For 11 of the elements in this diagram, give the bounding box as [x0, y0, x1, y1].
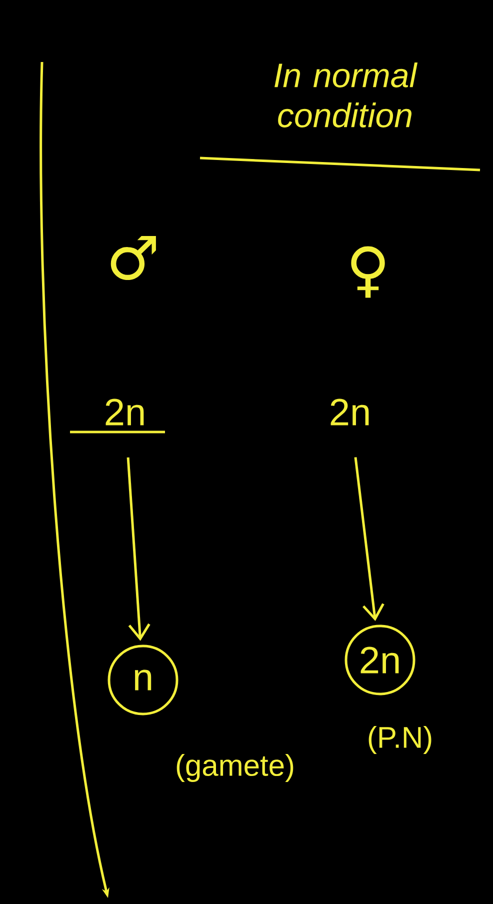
sex-symbol: ♂ [110, 236, 156, 280]
annotation: (gamete) [176, 754, 294, 782]
arrow [126, 457, 150, 641]
ploidy-label: 2n [106, 398, 144, 426]
circled-value: 2n [344, 624, 416, 696]
circled-value: n [108, 644, 178, 716]
ploidy-label: 2n [330, 398, 369, 426]
annotation: (P.N) [368, 726, 432, 754]
sex-symbol: ♀ [351, 246, 385, 298]
title: In normal condition [274, 62, 418, 128]
arrow [354, 457, 384, 622]
